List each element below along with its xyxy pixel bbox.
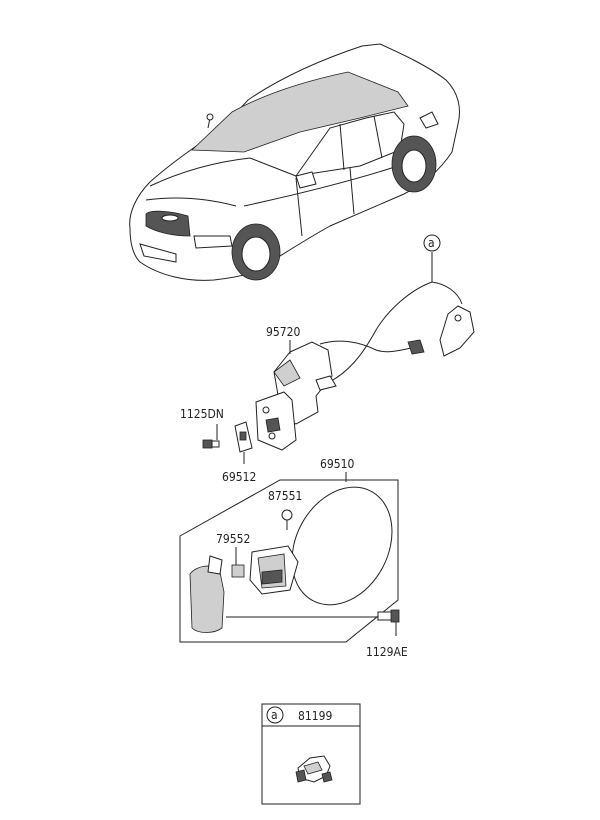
cable-assembly (319, 252, 475, 387)
label-1129AE: 1129AE (366, 645, 408, 659)
actuator-95720 (255, 341, 337, 451)
callout-marker-a: a (423, 234, 441, 252)
bolt-1129AE (377, 609, 400, 636)
bolt-1125DN (202, 424, 220, 449)
label-69510: 69510 (320, 457, 354, 471)
callout-marker-a-text: a (428, 236, 435, 250)
label-87551: 87551 (268, 489, 302, 503)
detail-box-part-number: 81199 (298, 709, 332, 723)
label-95720: 95720 (266, 325, 300, 339)
bracket-69512 (234, 421, 253, 464)
label-1125DN: 1125DN (180, 407, 224, 421)
fuel-door-assembly-69510 (179, 472, 399, 643)
car-illustration (129, 43, 460, 281)
detail-box-marker: a (271, 708, 278, 722)
label-69512: 69512 (222, 470, 256, 484)
label-79552: 79552 (216, 532, 250, 546)
detail-box-81199: a 81199 (261, 703, 361, 805)
